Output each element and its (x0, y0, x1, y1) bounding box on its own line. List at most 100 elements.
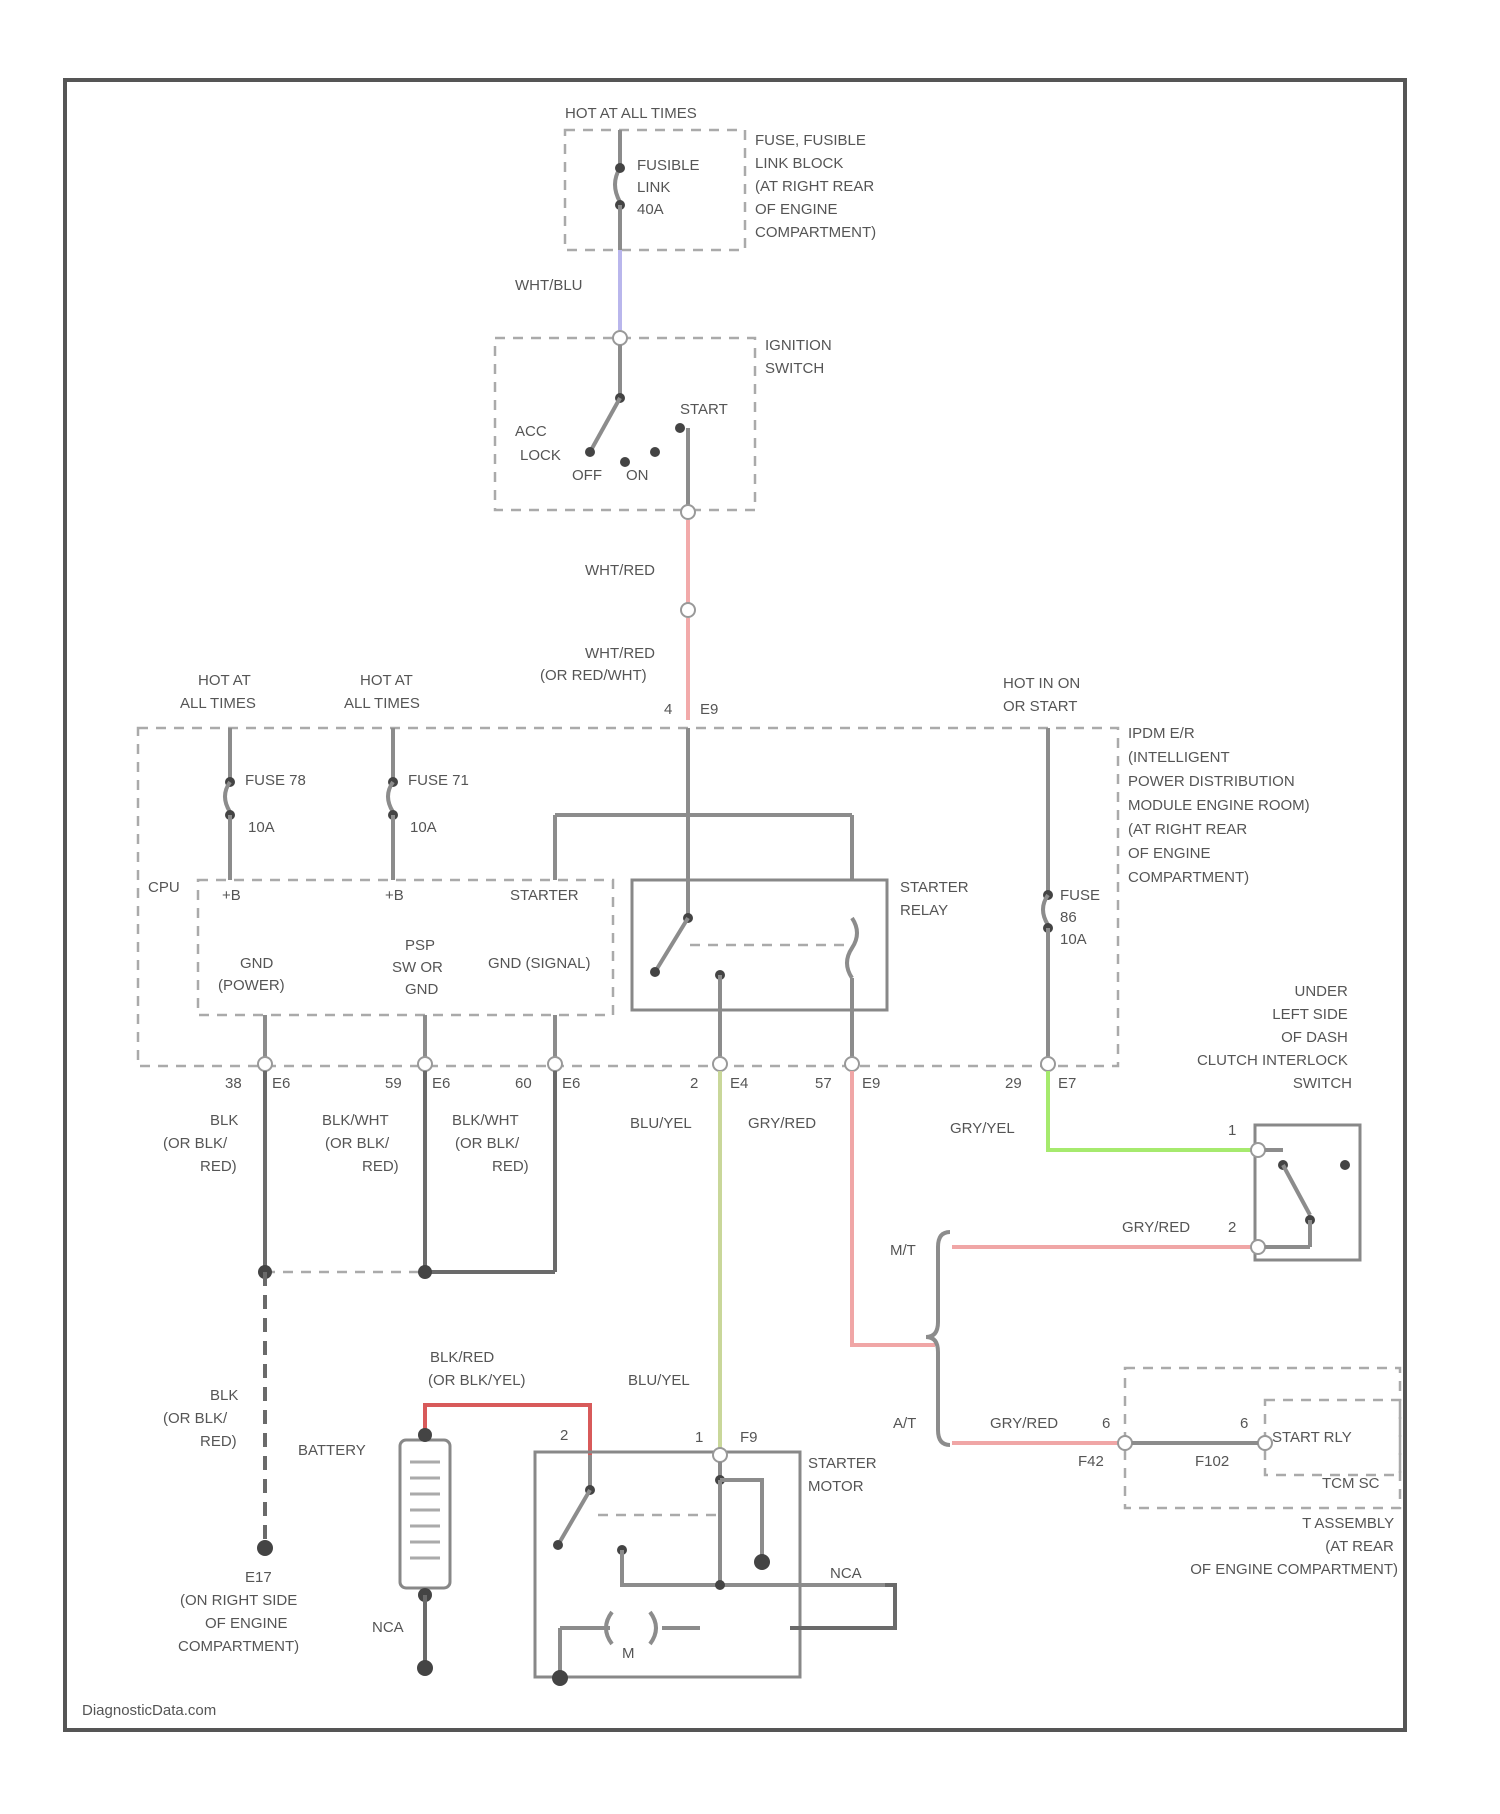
term-e4: E4 (730, 1075, 748, 1092)
clutch-pin-2 (1251, 1240, 1265, 1254)
terminal-e9-top: E9 (700, 701, 718, 718)
term-e7: E7 (1058, 1075, 1076, 1092)
starter-solenoid-blade (558, 1490, 590, 1545)
fuse78-label: FUSE 78 (245, 772, 306, 789)
lock-label: LOCK (520, 447, 561, 464)
wire-blu-yel-bottom-label: BLU/YEL (628, 1372, 690, 1389)
battery-label: BATTERY (298, 1442, 366, 1459)
plus-b-1: +B (222, 887, 241, 904)
term-e6-c: E6 (562, 1075, 580, 1092)
wire-gry-red-top-label: GRY/RED (748, 1115, 816, 1132)
mt-label: M/T (890, 1242, 916, 1259)
pin-e6-38 (258, 1057, 272, 1071)
wire-gry-red-mt-label: GRY/RED (1122, 1219, 1190, 1236)
pin-e6-59 (418, 1057, 432, 1071)
off-label: OFF (572, 467, 602, 484)
wire-gry-red-at-label: GRY/RED (990, 1415, 1058, 1432)
tcm-sc-label: TCM SC (1322, 1475, 1380, 1492)
start-label: START (680, 401, 728, 418)
relay-contact-pivot (650, 967, 660, 977)
tcm-pin-a (1118, 1436, 1132, 1450)
gnd-power-label: GND (POWER) (218, 955, 285, 994)
relay-blade (655, 918, 688, 972)
starter-internal-label: STARTER (510, 887, 579, 904)
clutch-pin1-label: 1 (1228, 1122, 1236, 1139)
ignition-switch-label: IGNITION SWITCH (765, 337, 836, 377)
term-e9-b: E9 (862, 1075, 880, 1092)
t-assembly-label: T ASSEMBLY (AT REAR OF ENGINE COMPARTMEN… (1190, 1515, 1398, 1578)
term-e6-a-pin: 38 (225, 1075, 242, 1092)
term-e6-c-pin: 60 (515, 1075, 532, 1092)
on-label: ON (626, 467, 649, 484)
psp-label: PSP SW OR GND (392, 937, 447, 998)
ground-e17-dot (257, 1540, 273, 1556)
starter-pin-f9 (713, 1448, 727, 1462)
fuse-block-label: FUSE, FUSIBLE LINK BLOCK (AT RIGHT REAR … (755, 132, 878, 241)
starter-contact-pivot (553, 1540, 563, 1550)
fuse78-amp: 10A (248, 819, 275, 836)
terminal-e9-top-pin: 4 (664, 701, 672, 718)
term-f9-pin: 1 (695, 1429, 703, 1446)
nca-1-label: NCA (372, 1619, 404, 1636)
wire-blk-2-label: BLK (OR BLK/ RED) (163, 1387, 243, 1450)
wire-wht-red-label-2: WHT/RED (OR RED/WHT) (540, 645, 659, 684)
term-e9-b-pin: 57 (815, 1075, 832, 1092)
motor-symbol (606, 1612, 656, 1644)
term-e4-pin: 2 (690, 1075, 698, 1092)
acc-label: ACC (515, 423, 547, 440)
battery-positive (418, 1428, 432, 1442)
wire-blkwht-1-label: BLK/WHT (OR BLK/ RED) (322, 1112, 399, 1175)
cpu-label: CPU (148, 879, 180, 896)
wire-blk-1-label: BLK (OR BLK/ RED) (163, 1112, 243, 1175)
term-e6-b: E6 (432, 1075, 450, 1092)
tcm-pin-b-label: 6 (1240, 1415, 1248, 1432)
hot-all-times-2: HOT AT ALL TIMES (344, 672, 420, 712)
ignition-lock-dot (585, 447, 595, 457)
motor-m-label: M (622, 1645, 635, 1662)
wire-blu-yel-top-label: BLU/YEL (630, 1115, 692, 1132)
battery-cells (410, 1462, 440, 1558)
hot-in-on-start: HOT IN ON OR START (1003, 675, 1084, 715)
gnd-signal-label: GND (SIGNAL) (488, 955, 591, 972)
ipdm-label: IPDM E/R (INTELLIGENT POWER DISTRIBUTION… (1128, 725, 1314, 886)
starter-coil-2 (720, 1480, 762, 1560)
wire-blk-red-label: BLK/RED (OR BLK/YEL) (428, 1349, 526, 1389)
wire-gry-yel-label: GRY/YEL (950, 1120, 1015, 1137)
fusible-link-dot-1 (615, 163, 625, 173)
clutch-pin-1 (1251, 1143, 1265, 1157)
f42-label: F42 (1078, 1453, 1104, 1470)
clutch-switch-box (1255, 1125, 1360, 1260)
term-f9: F9 (740, 1429, 758, 1446)
tcm-pin-a-label: 6 (1102, 1415, 1110, 1432)
plus-b-2: +B (385, 887, 404, 904)
wire-gry-red-main (852, 1071, 935, 1345)
wire-wht-red-label-1: WHT/RED (585, 562, 655, 579)
motor-ground-dot (552, 1670, 568, 1686)
pin-e7-29 (1041, 1057, 1055, 1071)
gnd-splice-dot-2 (418, 1265, 432, 1279)
battery-pin-label: 2 (560, 1427, 568, 1444)
at-label: A/T (893, 1415, 916, 1432)
watermark: DiagnosticData.com (82, 1702, 216, 1719)
pin-e6-60 (548, 1057, 562, 1071)
fusible-link-symbol (615, 168, 620, 202)
f102-label: F102 (1195, 1453, 1229, 1470)
battery-ground-dot (417, 1660, 433, 1676)
fusible-link-label: FUSIBLE LINK 40A (637, 157, 704, 218)
term-e7-pin: 29 (1005, 1075, 1022, 1092)
pin-e9-57 (845, 1057, 859, 1071)
ignition-pin-in (613, 331, 627, 345)
hot-all-times-1: HOT AT ALL TIMES (180, 672, 256, 712)
wire-wht-blu-label: WHT/BLU (515, 277, 583, 294)
clutch-contact-b (1340, 1160, 1350, 1170)
wire-blkwht-2-label: BLK/WHT (OR BLK/ RED) (452, 1112, 529, 1175)
starter-nca-loop (790, 1585, 895, 1628)
ignition-on-dot (620, 457, 630, 467)
relay-coil (847, 918, 857, 978)
fuse71-amp: 10A (410, 819, 437, 836)
hot-at-all-times-top: HOT AT ALL TIMES (565, 105, 697, 122)
fuse71-symbol (388, 782, 393, 812)
fuse86-symbol (1043, 895, 1048, 925)
starter-motor-node (715, 1580, 725, 1590)
